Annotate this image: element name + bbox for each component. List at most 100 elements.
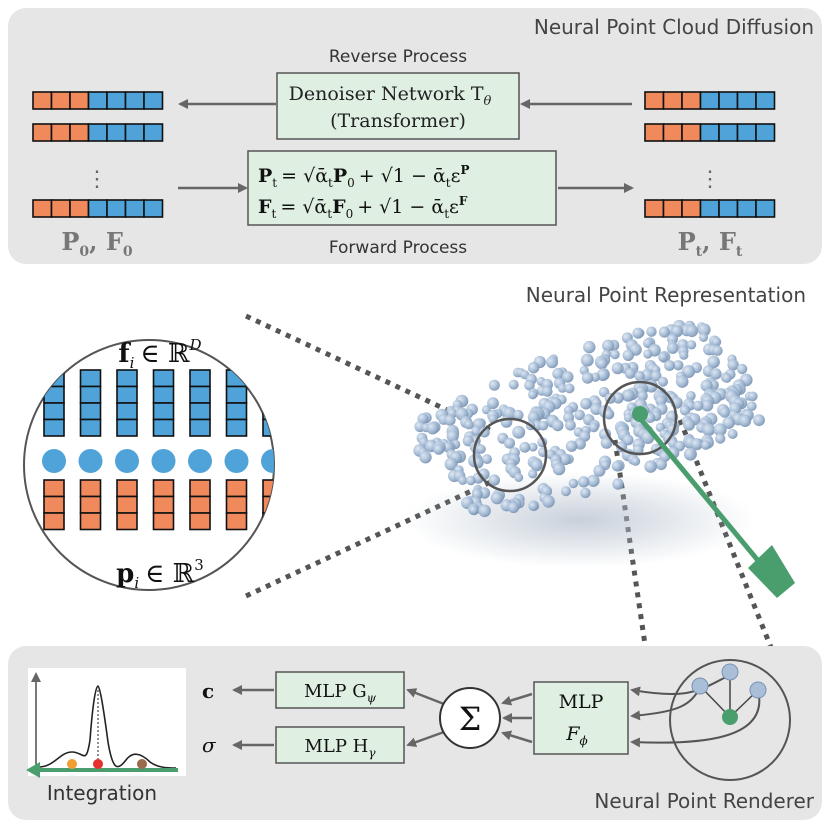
cloud-point xyxy=(736,363,748,375)
cloud-point xyxy=(528,390,538,400)
position-cell xyxy=(43,479,65,498)
feature-cell xyxy=(116,402,138,421)
cloud-point xyxy=(658,352,668,362)
clean-set-label: P0, F0 xyxy=(61,227,133,260)
cloud-point xyxy=(587,474,600,487)
token-cell xyxy=(755,123,776,142)
noisy-set-label: Pt, Ft xyxy=(678,227,743,260)
cloud-point xyxy=(482,454,492,465)
cloud-point xyxy=(679,350,689,360)
cloud-zoom-circle xyxy=(472,417,548,493)
cloud-point xyxy=(643,349,653,359)
arrow-neighbor-3 xyxy=(630,689,761,748)
cloud-point xyxy=(683,447,697,461)
cloud-point xyxy=(622,349,634,361)
forward-process-label: Forward Process xyxy=(329,238,467,258)
cloud-point xyxy=(701,440,711,450)
point-dot xyxy=(115,449,139,473)
reverse-process-label: Reverse Process xyxy=(329,47,467,67)
feature-cell xyxy=(152,418,175,437)
position-cell xyxy=(152,512,175,531)
cloud-point xyxy=(748,391,758,402)
feature-cell xyxy=(152,369,175,388)
cloud-point xyxy=(644,460,657,473)
density-curve xyxy=(39,685,177,769)
forward-equation-box xyxy=(247,150,557,226)
cloud-point xyxy=(664,360,675,371)
cloud-point xyxy=(707,355,720,369)
token-cell xyxy=(644,199,665,218)
denoiser-line2: (Transformer) xyxy=(330,110,466,132)
sample-point-2 xyxy=(93,759,103,769)
cloud-point xyxy=(673,360,684,371)
token-cell xyxy=(681,123,702,142)
cloud-point xyxy=(623,413,634,423)
point-columns xyxy=(42,369,274,531)
position-cell xyxy=(189,479,211,498)
position-cell xyxy=(152,495,175,514)
cloud-point xyxy=(487,397,499,410)
feature-cell xyxy=(79,418,102,437)
token-cell xyxy=(50,123,71,142)
cloud-point xyxy=(655,458,667,471)
cloud-point xyxy=(602,339,615,352)
token-cell xyxy=(662,91,683,110)
query-point xyxy=(632,406,648,422)
position-cell xyxy=(116,495,138,514)
sum-symbol: Σ xyxy=(459,700,482,738)
position-cell xyxy=(79,495,102,514)
feature-cell xyxy=(152,402,175,421)
feature-cell xyxy=(79,369,102,388)
position-space-label: pi∈ ℝ3 xyxy=(116,556,204,592)
cloud-point xyxy=(458,475,468,485)
cloud-point xyxy=(631,456,641,466)
token-cell xyxy=(644,91,665,110)
feature-cell xyxy=(116,418,138,437)
mlp-h-box xyxy=(275,726,405,764)
cloud-point xyxy=(433,444,445,455)
neighbor-point-1 xyxy=(691,677,709,695)
cloud-point xyxy=(565,440,578,452)
cloud-point xyxy=(727,359,739,371)
token-cell xyxy=(681,91,702,110)
point-dot xyxy=(42,449,66,473)
cloud-point xyxy=(568,478,579,489)
mlp-g-box xyxy=(275,671,405,709)
position-cell xyxy=(79,479,102,498)
cloud-shadow xyxy=(405,472,755,568)
cloud-point xyxy=(632,327,644,339)
cloud-point xyxy=(583,340,596,354)
representation-title: Neural Point Representation xyxy=(526,283,806,307)
feature-cell xyxy=(189,369,211,388)
cloud-point xyxy=(650,370,662,382)
token-cell xyxy=(87,91,108,110)
token-cell xyxy=(662,123,683,142)
position-cell xyxy=(225,479,248,498)
position-cell xyxy=(152,479,175,498)
token-cell xyxy=(87,123,108,142)
cloud-point xyxy=(464,419,474,430)
point-dot xyxy=(224,449,249,473)
feature-cell xyxy=(189,385,211,404)
cloud-point xyxy=(488,379,500,391)
cloud-point xyxy=(478,504,491,518)
arrow-sum-to-h xyxy=(406,730,445,747)
neighbor-point-3 xyxy=(749,681,767,699)
left-dots: ⋮ xyxy=(86,167,108,192)
token-cell xyxy=(681,199,702,218)
sample-point-3 xyxy=(137,759,147,769)
cloud-point xyxy=(693,400,704,411)
cloud-point xyxy=(552,462,566,476)
cloud-point xyxy=(519,441,531,453)
cloud-point xyxy=(666,342,679,354)
neighbor-point-2 xyxy=(721,663,739,681)
token-cell xyxy=(87,199,108,218)
token-cell xyxy=(699,123,720,142)
token-cell xyxy=(662,199,683,218)
cloud-point xyxy=(603,409,614,420)
token-cell xyxy=(736,199,757,218)
token-cell xyxy=(718,199,739,218)
cloud-point xyxy=(612,478,624,490)
